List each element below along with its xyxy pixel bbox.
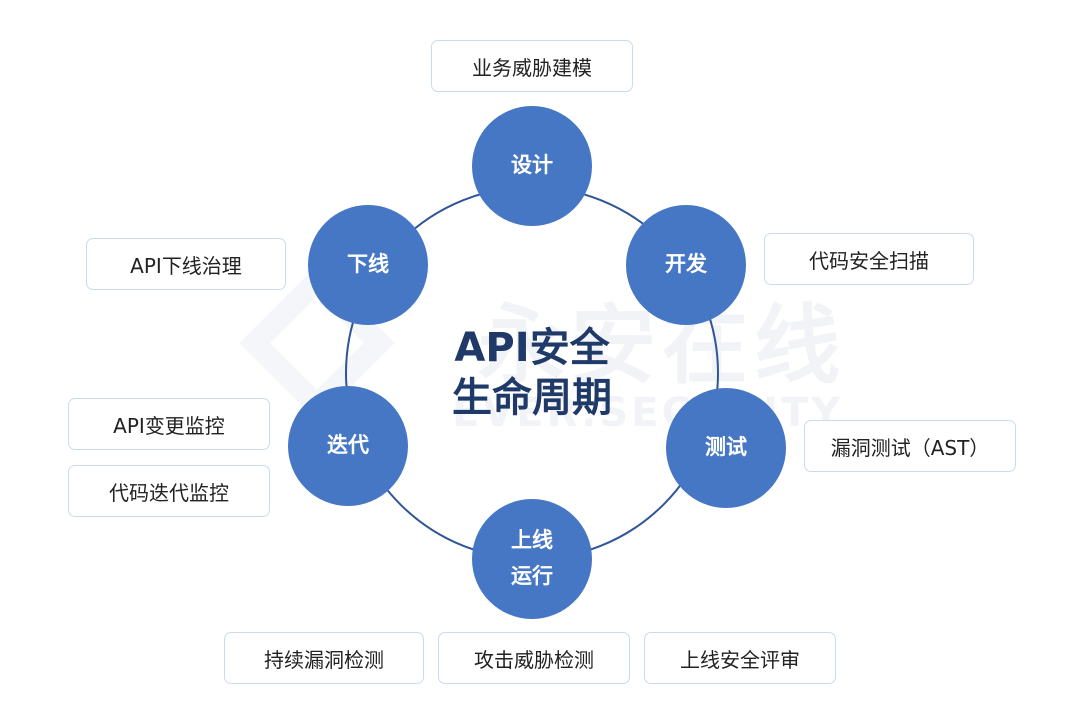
label-threat-modeling: 业务威胁建模	[431, 40, 633, 92]
label-attack-detect: 攻击威胁检测	[438, 632, 630, 684]
center-title-line1: API安全	[454, 325, 610, 371]
node-iterate-label: 迭代	[327, 433, 369, 458]
node-launch-label-line2: 运行	[511, 564, 553, 588]
label-api-change: API变更监控	[68, 398, 270, 450]
node-test: 测试	[666, 388, 786, 508]
label-code-iter: 代码迭代监控	[68, 465, 270, 517]
center-title: API安全 生命周期	[412, 323, 652, 423]
node-offline: 下线	[308, 205, 428, 325]
label-continuous-vuln: 持续漏洞检测	[224, 632, 424, 684]
node-launch: 上线 运行	[472, 499, 592, 619]
node-test-label: 测试	[705, 435, 747, 460]
label-code-scan: 代码安全扫描	[764, 233, 974, 285]
node-develop: 开发	[626, 205, 746, 325]
label-vuln-test: 漏洞测试（AST）	[804, 420, 1016, 472]
label-api-offline: API下线治理	[86, 238, 286, 290]
node-iterate: 迭代	[288, 386, 408, 506]
center-title-line2: 生命周期	[452, 375, 612, 421]
node-design: 设计	[472, 106, 592, 226]
label-launch-review: 上线安全评审	[644, 632, 836, 684]
node-develop-label: 开发	[665, 252, 707, 277]
node-launch-label-line1: 上线	[511, 528, 553, 553]
node-design-label: 设计	[511, 153, 553, 178]
node-offline-label: 下线	[347, 252, 389, 277]
